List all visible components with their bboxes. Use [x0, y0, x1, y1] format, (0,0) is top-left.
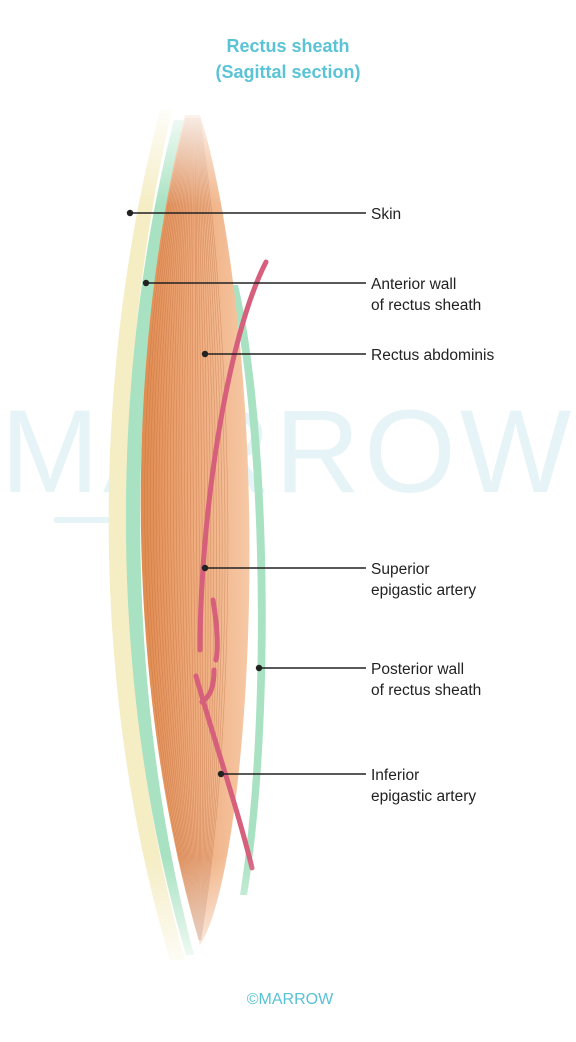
page-title: Rectus sheath [226, 36, 349, 56]
leader-superior-epigastric-artery [201, 564, 366, 572]
label-inferior-epigastric-artery: Inferior epigastic artery [371, 767, 476, 805]
page-subtitle: (Sagittal section) [215, 62, 360, 82]
leader-rectus-abdominis [201, 350, 366, 358]
label-anterior-wall: Anterior wall of rectus sheath [371, 276, 481, 314]
label-rectus-abdominis: Rectus abdominis [371, 347, 494, 364]
label-skin: Skin [371, 206, 401, 223]
leader-inferior-epigastric-artery [217, 770, 366, 778]
leader-posterior-wall [255, 664, 366, 672]
leader-anterior-wall [142, 279, 366, 287]
fade-overlay [90, 100, 290, 980]
label-posterior-wall: Posterior wall of rectus sheath [371, 661, 481, 699]
label-superior-epigastric-artery: Superior epigastic artery [371, 561, 476, 599]
leader-skin [126, 209, 366, 217]
footer-logo: ©MARROW [247, 991, 334, 1008]
